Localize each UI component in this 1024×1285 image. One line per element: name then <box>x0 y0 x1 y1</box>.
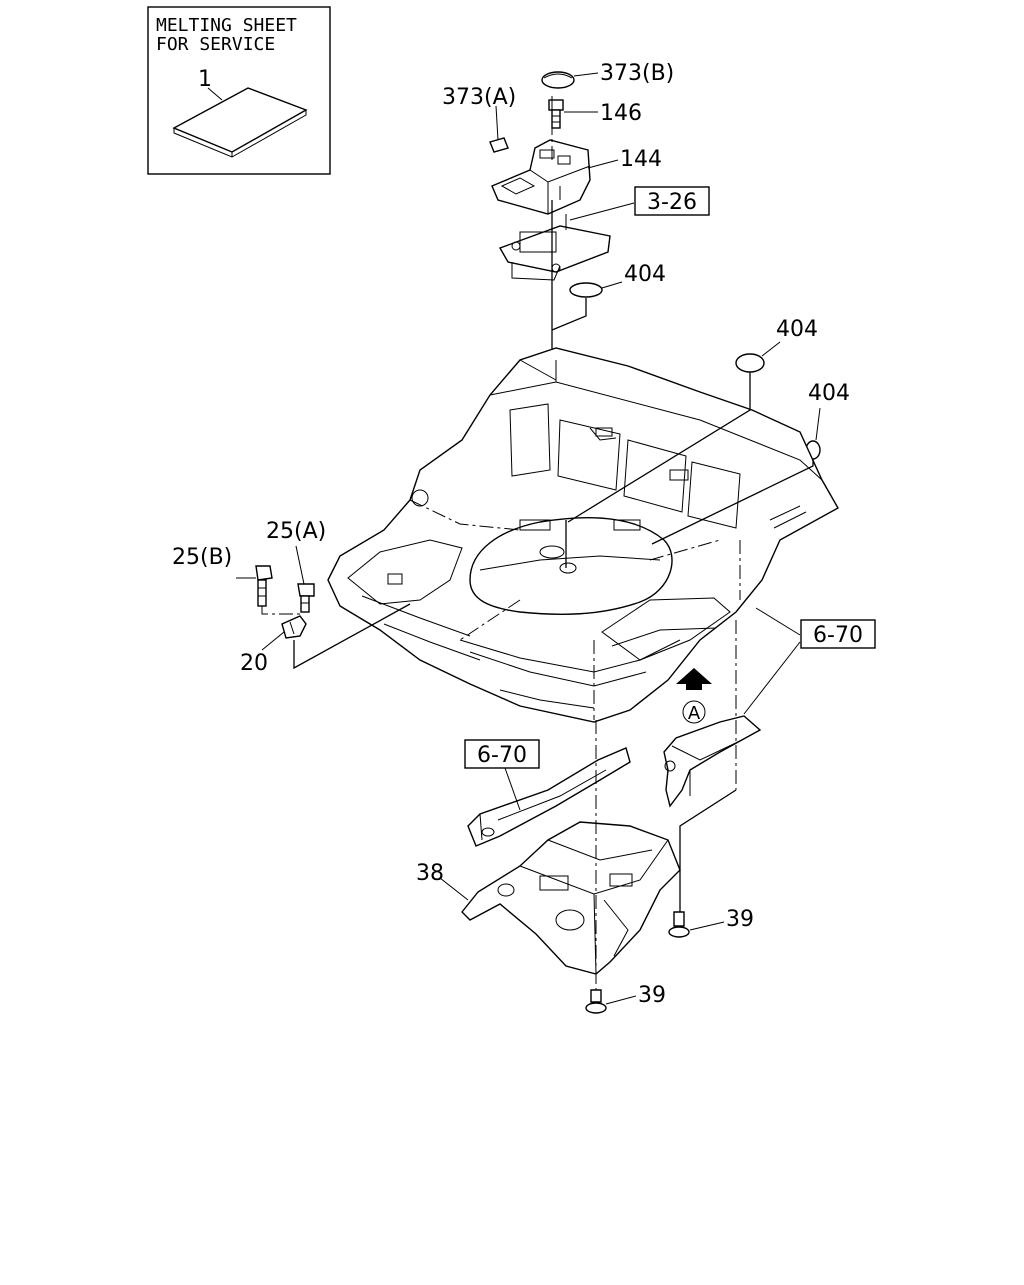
reference-3-26[interactable]: 3-26 <box>634 186 710 216</box>
clip-39-bottom <box>585 989 607 1014</box>
callout-373a: 373(A) <box>442 85 516 110</box>
service-box-title-line2: FOR SERVICE <box>156 34 275 55</box>
callout-25b: 25(B) <box>172 545 232 570</box>
callout-25a: 25(A) <box>266 519 326 544</box>
reference-6-70-left-label: 6-70 <box>477 743 527 768</box>
reference-6-70-right-label: 6-70 <box>813 623 863 648</box>
callout-404-mid: 404 <box>776 317 818 342</box>
console-144 <box>491 139 591 215</box>
melting-sheet-service-box: MELTING SHEET FOR SERVICE 1 <box>147 6 331 175</box>
callout-144: 144 <box>620 147 662 172</box>
view-a-arrow <box>676 668 712 690</box>
service-box-part-number: 1 <box>198 67 212 92</box>
service-box-title-line1: MELTING SHEET <box>156 15 297 36</box>
view-a-marker: A <box>682 700 706 724</box>
bolt-25b <box>255 565 273 607</box>
reference-6-70-left[interactable]: 6-70 <box>464 739 540 769</box>
callout-404-right: 404 <box>808 381 850 406</box>
callout-39-right: 39 <box>726 907 754 932</box>
floor-panel <box>327 347 839 723</box>
bracket-20 <box>281 615 307 639</box>
callout-20: 20 <box>240 651 268 676</box>
callout-38: 38 <box>416 861 444 886</box>
view-a-letter: A <box>688 703 701 724</box>
plug-404-mid <box>735 353 765 373</box>
plug-404-top <box>569 282 603 298</box>
bolt-25a <box>297 583 315 613</box>
cross-member-38 <box>461 821 681 975</box>
side-member-right <box>663 715 762 808</box>
clip-373a <box>489 137 509 153</box>
clip-39-right <box>668 911 690 938</box>
melting-sheet-part <box>172 87 308 158</box>
bolt-146 <box>548 99 564 129</box>
reference-6-70-right[interactable]: 6-70 <box>800 619 876 649</box>
callout-373b: 373(B) <box>600 61 674 86</box>
reference-3-26-label: 3-26 <box>647 190 697 215</box>
side-member-left <box>467 747 631 847</box>
callout-404-top: 404 <box>624 262 666 287</box>
bracket-3-26 <box>498 214 611 281</box>
callout-39-bottom: 39 <box>638 983 666 1008</box>
cap-373b <box>541 71 575 89</box>
callout-146: 146 <box>600 101 642 126</box>
